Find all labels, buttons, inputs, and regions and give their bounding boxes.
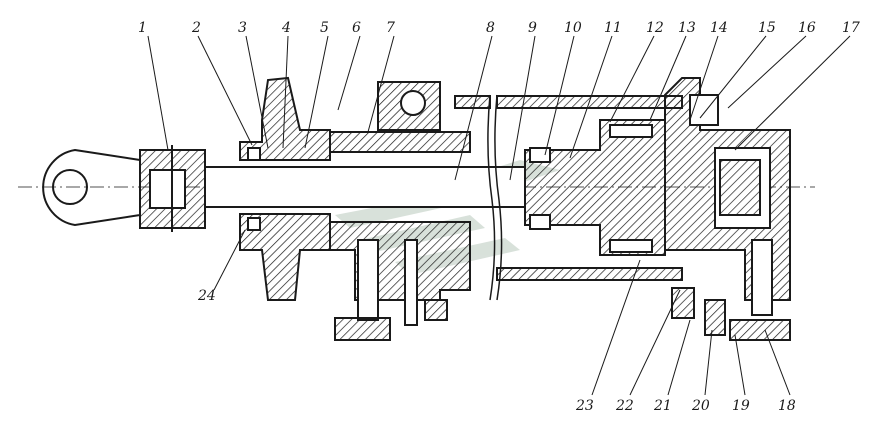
callout-19: 19 [732, 398, 750, 414]
callout-24: 24 [197, 288, 216, 304]
callout-9: 9 [528, 20, 537, 36]
callout-7: 7 [386, 20, 395, 36]
callout-15: 15 [758, 20, 776, 36]
callout-12: 12 [646, 20, 664, 36]
front-port-fitting [334, 299, 448, 341]
callout-22: 22 [615, 398, 634, 414]
callout-20: 20 [691, 398, 710, 414]
callout-13: 13 [678, 20, 696, 36]
callout-3: 3 [238, 20, 247, 36]
cylinder-barrel-front [329, 81, 471, 326]
callout-6: 6 [352, 20, 361, 36]
piston-rod [204, 166, 526, 208]
callout-5: 5 [320, 20, 329, 36]
rear-end-cap [664, 77, 791, 316]
callout-8: 8 [486, 20, 495, 36]
callout-11: 11 [604, 20, 622, 36]
leader-lines [147, 35, 851, 396]
callout-21: 21 [653, 398, 672, 414]
callout-4: 4 [281, 20, 291, 36]
callout-18: 18 [778, 398, 796, 414]
callout-23: 23 [575, 398, 594, 414]
callout-16: 16 [798, 20, 816, 36]
eye-bearing-block [139, 145, 206, 232]
front-gland-body [239, 76, 331, 301]
callout-2: 2 [191, 20, 201, 36]
callout-labels-bottom: 24 23 22 21 20 19 18 [197, 288, 796, 414]
piston [524, 119, 666, 256]
callout-labels-top: 1 2 3 4 5 6 7 8 9 10 11 12 13 14 15 16 1… [138, 20, 860, 36]
callout-10: 10 [564, 20, 582, 36]
callout-14: 14 [710, 20, 728, 36]
callout-1: 1 [138, 20, 147, 36]
callout-17: 17 [842, 20, 860, 36]
rod-eye [42, 148, 141, 227]
